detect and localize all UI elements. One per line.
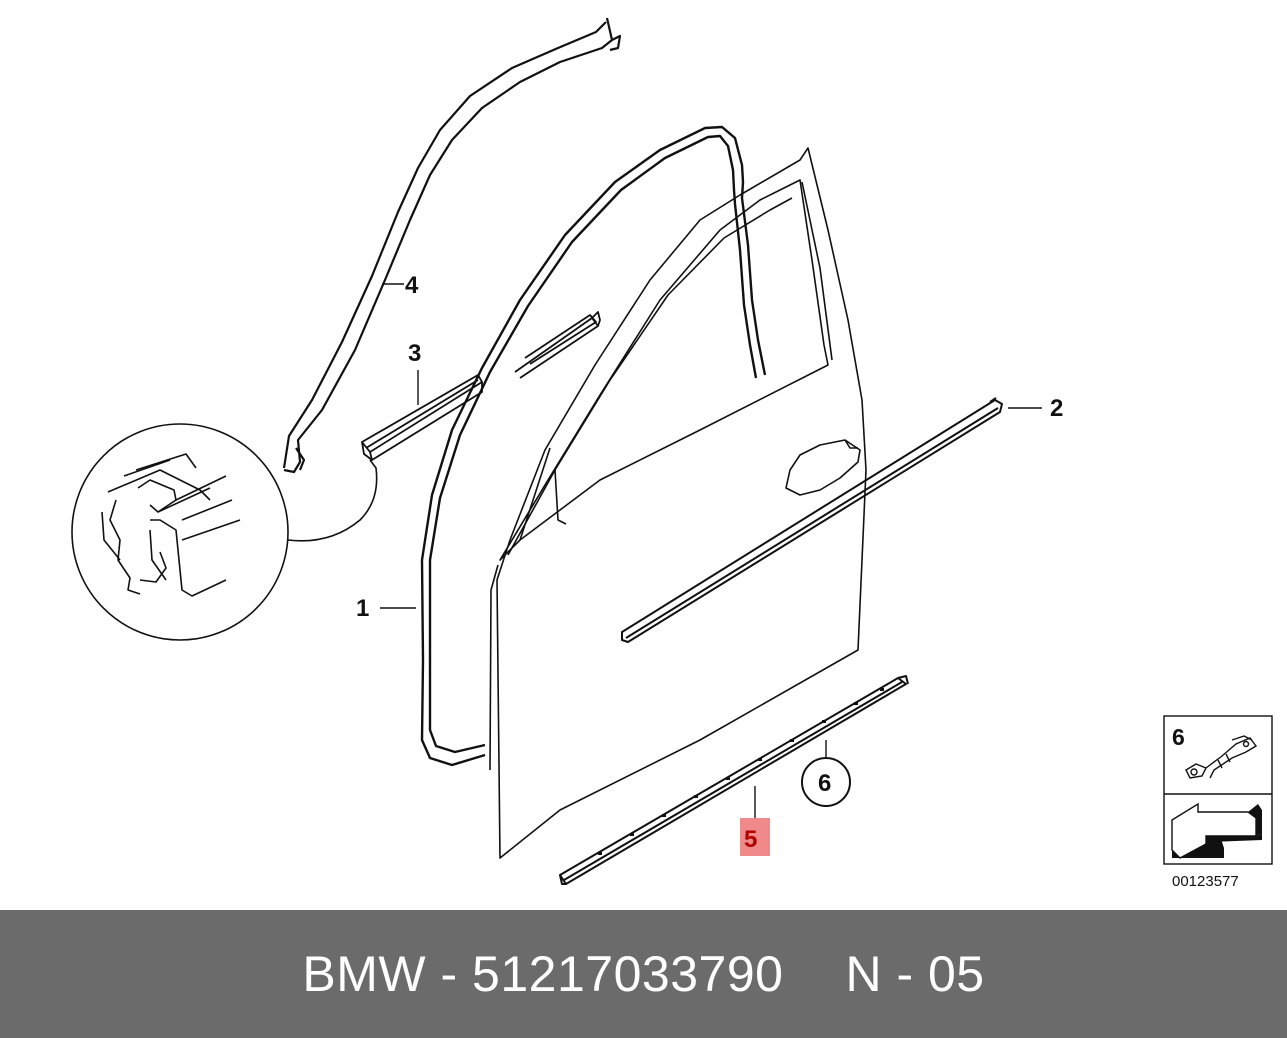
part-label-4[interactable]: 4 (405, 272, 419, 299)
part-6-circle (801, 757, 851, 807)
window-channel-drawing (361, 311, 601, 461)
diagram-canvas: 4 3 2 1 5 6 6 00123577 (71, 17, 1273, 890)
sill-seal-drawing (559, 675, 909, 885)
clip-icon (1185, 735, 1258, 779)
footer-separator: - (440, 946, 458, 1002)
door-panel-drawing (489, 147, 867, 859)
frame-seal-drawing (282, 17, 622, 474)
part-label-3[interactable]: 3 (408, 340, 421, 367)
part-label-5[interactable]: 5 (744, 826, 757, 853)
arrow-icon (1171, 802, 1262, 859)
part-label-2[interactable]: 2 (1050, 395, 1063, 422)
sill-seal-clip-marks (598, 688, 884, 855)
highlight-box-part-5 (740, 818, 770, 856)
footer-part-number: 51217033790 (472, 946, 784, 1002)
reference-box-label[interactable]: 6 (1172, 724, 1185, 750)
parts-diagram: 4 3 2 1 5 6 6 00123577 (71, 17, 1273, 890)
detail-magnifier (71, 423, 378, 641)
leader-lines (380, 283, 1042, 818)
footer-bar: BMW - 51217033790 N - 05 (0, 910, 1287, 1038)
door-moulding-drawing (621, 397, 1003, 643)
part-label-6[interactable]: 6 (818, 770, 831, 797)
image-number: 00123577 (1172, 873, 1239, 890)
footer-brand: BMW (302, 946, 427, 1002)
door-seal-drawing (420, 125, 767, 767)
part-label-1[interactable]: 1 (356, 595, 369, 622)
reference-box: 6 (1163, 715, 1273, 865)
footer-position: N - 05 (845, 946, 985, 1002)
